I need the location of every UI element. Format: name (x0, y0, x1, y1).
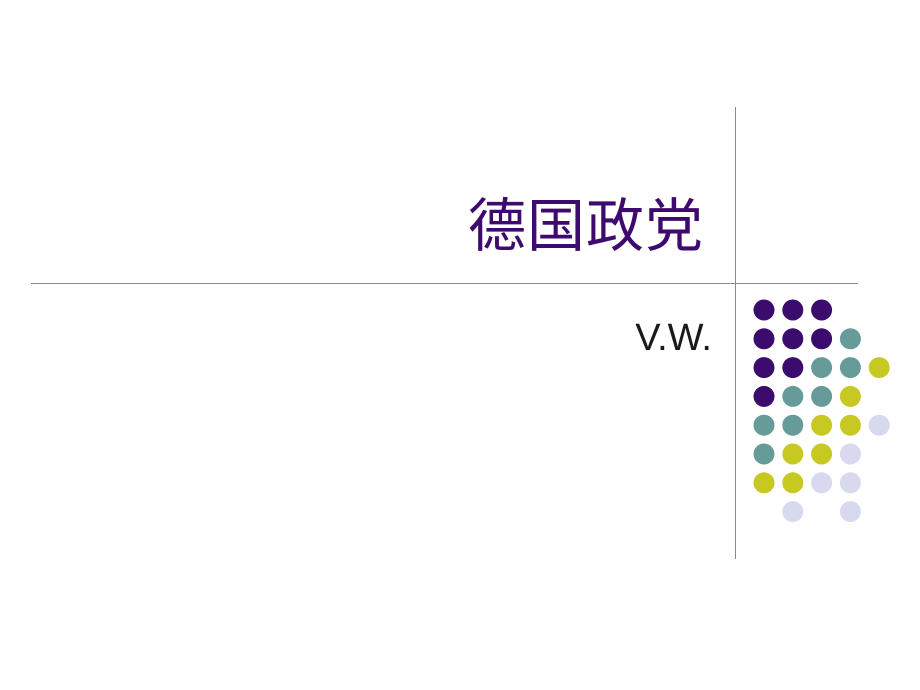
decorative-dot-lavender (839, 501, 861, 523)
decorative-dot-lavender (811, 472, 833, 494)
decorative-dot-olive (782, 472, 804, 494)
decorative-dot-olive (811, 443, 833, 465)
slide-title: 德国政党 (467, 192, 704, 260)
decorative-dot-dark-purple (811, 328, 833, 350)
decorative-dot-lavender (839, 472, 861, 494)
decorative-dot-olive (753, 472, 775, 494)
decorative-dot-dark-purple (753, 357, 775, 379)
decorative-dot-olive (839, 414, 861, 436)
decorative-dot-dark-purple (782, 299, 804, 321)
horizontal-rule (31, 283, 858, 284)
decorative-dot-teal (782, 385, 804, 407)
decorative-dot-olive (782, 443, 804, 465)
decorative-dot-teal (753, 414, 775, 436)
decorative-dot-teal (839, 357, 861, 379)
decorative-dot-lavender (868, 414, 890, 436)
decorative-dot-lavender (839, 443, 861, 465)
decorative-dot-dark-purple (782, 328, 804, 350)
decorative-dot-olive (868, 357, 890, 379)
decorative-dot-teal (811, 357, 833, 379)
vertical-rule (735, 107, 736, 559)
decorative-dot-dark-purple (753, 299, 775, 321)
decorative-dot-teal (753, 443, 775, 465)
decorative-dot-dark-purple (811, 299, 833, 321)
decorative-dot-lavender (782, 501, 804, 523)
decorative-dot-olive (839, 385, 861, 407)
decorative-dot-dark-purple (753, 385, 775, 407)
slide-subtitle: V.W. (635, 317, 712, 359)
decorative-dot-teal (811, 385, 833, 407)
decorative-dot-teal (782, 414, 804, 436)
decorative-dot-dark-purple (753, 328, 775, 350)
decorative-dot-dark-purple (782, 357, 804, 379)
decorative-dot-olive (811, 414, 833, 436)
decorative-dot-teal (839, 328, 861, 350)
